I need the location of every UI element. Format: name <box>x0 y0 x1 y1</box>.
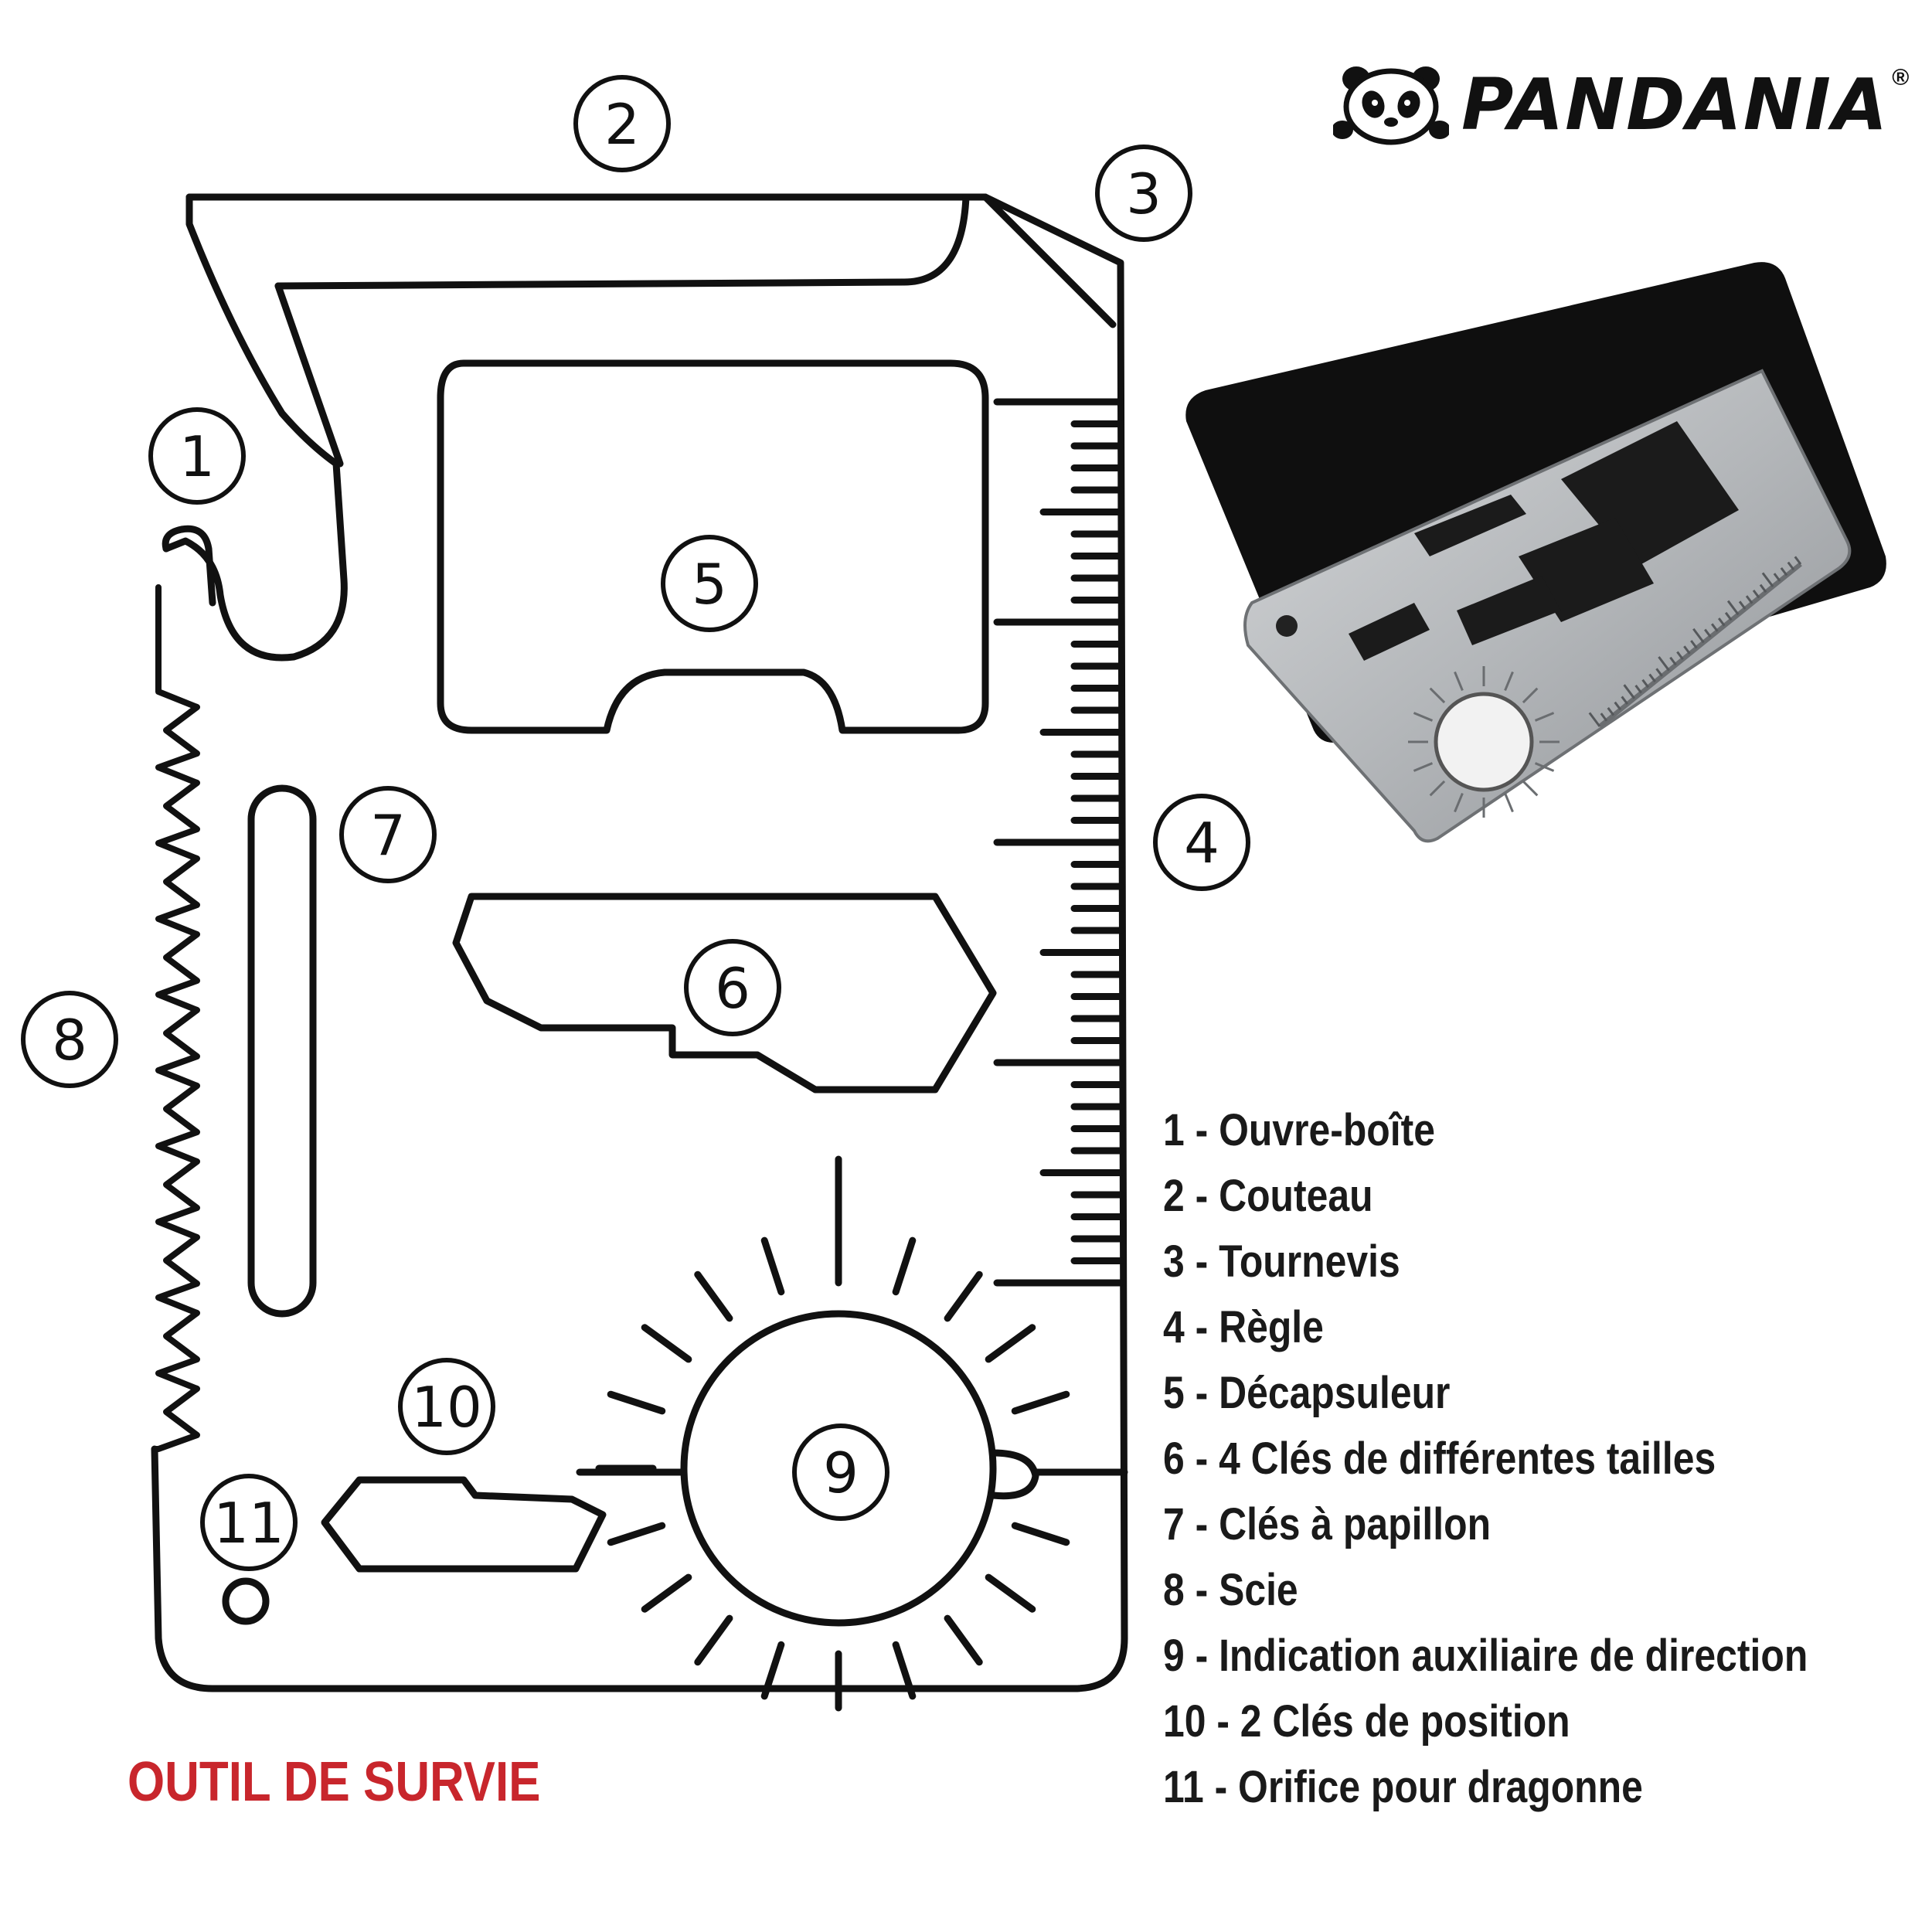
lanyard-hole <box>222 1577 270 1625</box>
legend-item: 11 - Orifice pour dragonne <box>1163 1762 1643 1812</box>
caption-title: OUTIL DE SURVIE <box>128 1751 541 1813</box>
legend-item: 1 - Ouvre-boîte <box>1163 1105 1435 1155</box>
callout-1: 1 <box>148 407 246 505</box>
callout-10: 10 <box>398 1358 495 1455</box>
callout-number: 4 <box>1184 811 1219 876</box>
knife-inner-edge <box>274 193 970 290</box>
legend: 1 - Ouvre-boîte 2 - Couteau 3 - Tournevi… <box>1163 1097 1905 1820</box>
callout-2: 2 <box>573 75 671 172</box>
callout-5: 5 <box>661 535 758 632</box>
legend-item: 5 - Décapsuleur <box>1163 1368 1451 1418</box>
legend-item: 7 - Clés à papillon <box>1163 1499 1492 1549</box>
legend-item: 8 - Scie <box>1163 1565 1298 1615</box>
wrench-2-positions <box>321 1476 607 1573</box>
ruler <box>993 398 1124 1287</box>
callout-9: 9 <box>792 1423 889 1521</box>
legend-item: 4 - Règle <box>1163 1302 1324 1352</box>
compass-dial <box>680 1310 997 1627</box>
legend-item: 9 - Indication auxiliaire de direction <box>1163 1631 1808 1681</box>
callout-number: 7 <box>370 803 406 868</box>
legend-item: 3 - Tournevis <box>1163 1236 1400 1287</box>
callout-8: 8 <box>21 991 118 1088</box>
callout-number: 11 <box>213 1491 284 1556</box>
legend-item: 2 - Couteau <box>1163 1171 1373 1221</box>
callouts: 1 2 3 4 5 6 7 8 9 10 11 <box>21 75 1250 1571</box>
bottle-opener-window <box>437 359 989 734</box>
callout-4: 4 <box>1153 794 1250 891</box>
callout-number: 5 <box>692 552 727 617</box>
callout-7: 7 <box>339 786 437 883</box>
brand-name: PANDANIA <box>1461 63 1889 146</box>
knife-blade <box>162 193 348 662</box>
callout-number: 9 <box>823 1440 859 1505</box>
butterfly-wrench-slot <box>247 784 317 1318</box>
saw-teeth <box>151 584 200 1452</box>
callout-11: 11 <box>200 1474 298 1571</box>
screwdriver-edge <box>981 193 1117 328</box>
product-card <box>1243 369 1852 843</box>
brand-logo: PANDANIA ® <box>1333 54 1909 155</box>
callout-3: 3 <box>1095 145 1192 242</box>
can-opener-hook <box>162 525 216 607</box>
callout-number: 8 <box>52 1008 87 1073</box>
legend-item: 6 - 4 Clés de différentes tailles <box>1163 1434 1716 1484</box>
card-outline <box>151 193 1128 1692</box>
registered-mark: ® <box>1892 65 1910 90</box>
compass-rays <box>595 1155 1070 1712</box>
wrench-4-sizes <box>452 893 997 1094</box>
callout-number: 10 <box>411 1375 482 1440</box>
callout-number: 2 <box>604 92 640 157</box>
callout-number: 1 <box>179 424 215 489</box>
callout-number: 3 <box>1126 162 1162 226</box>
callout-6: 6 <box>684 939 781 1036</box>
callout-number: 6 <box>715 956 750 1021</box>
panda-icon <box>1333 66 1449 145</box>
legend-item: 10 - 2 Clés de position <box>1163 1696 1570 1747</box>
